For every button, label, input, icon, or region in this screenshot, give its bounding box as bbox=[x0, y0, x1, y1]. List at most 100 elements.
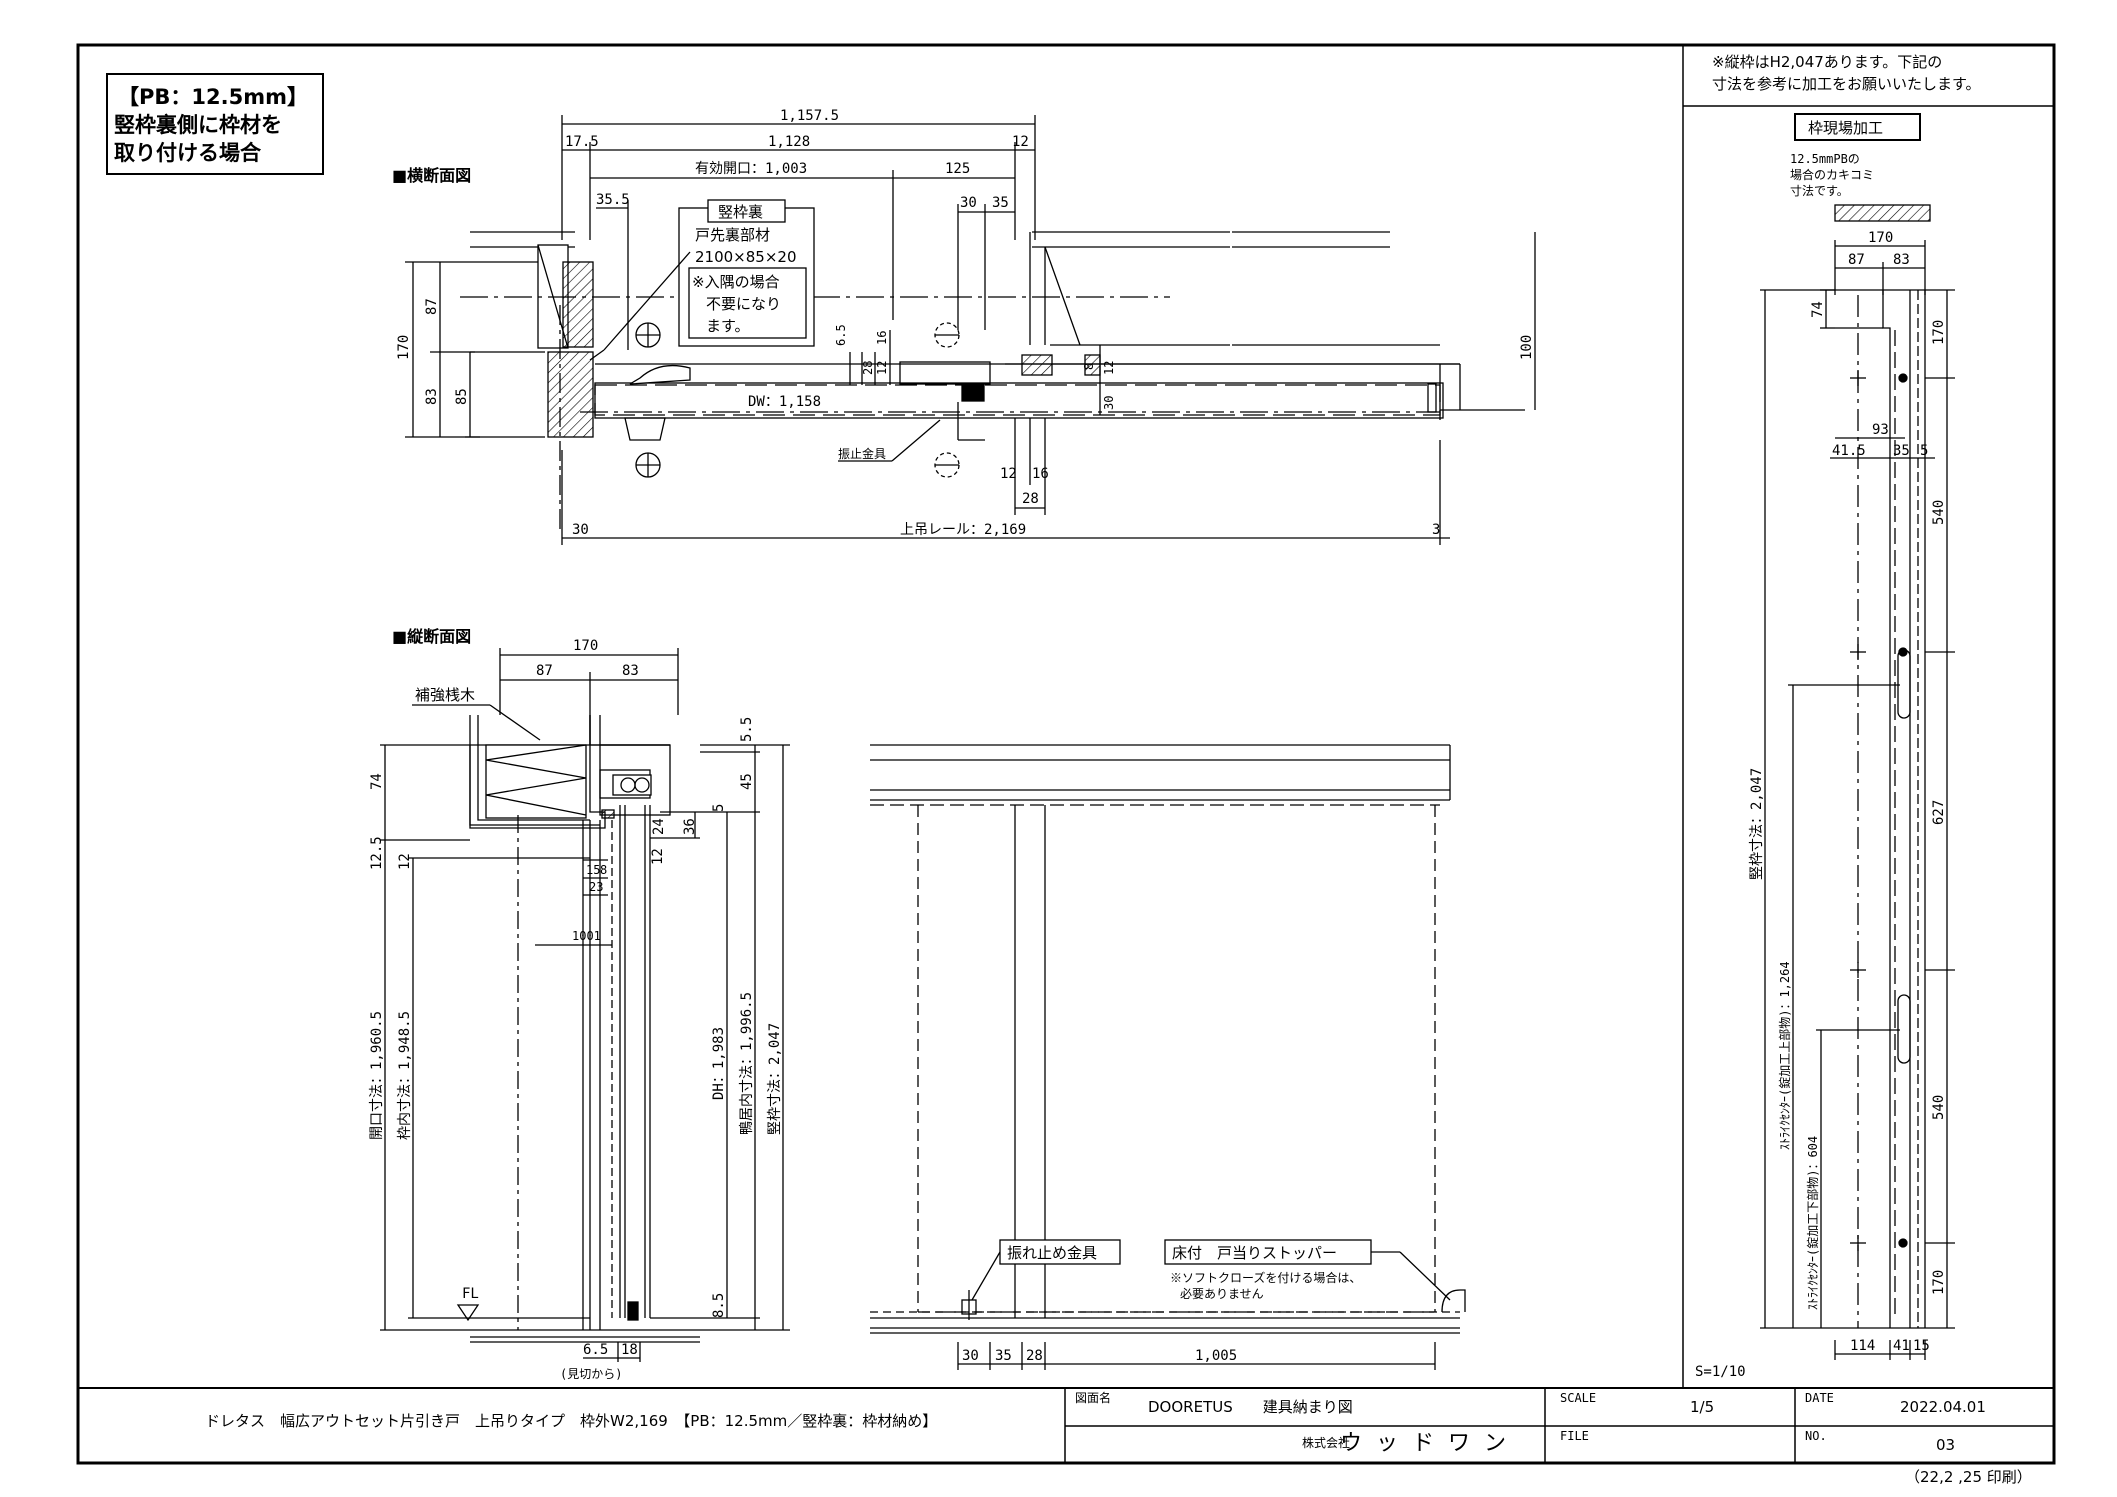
sp-dim-5: 5 bbox=[1920, 443, 1928, 459]
dim-top-rail: 上吊レール：2,169 bbox=[900, 522, 1026, 538]
printed-date: （22,2 ,25 印刷） bbox=[1905, 1468, 2032, 1486]
dim-28: 28 bbox=[861, 361, 875, 375]
sp-dim-170v: 170 bbox=[1931, 320, 1947, 345]
sp-dim-170: 170 bbox=[1868, 230, 1893, 246]
side-panel: ※縦枠はH2,047あります。下記の 寸法を参考に加工をお願いいたします。 枠現… bbox=[1695, 53, 1981, 1380]
dim-125: 125 bbox=[945, 161, 970, 177]
dim-85: 85 bbox=[454, 388, 470, 405]
vs-dim-45: 45 bbox=[739, 773, 755, 790]
vertical-section: ■縦断面図 170 87 83 補強桟木 bbox=[369, 627, 790, 1381]
callout-line-3: ※入隅の場合 bbox=[692, 273, 780, 291]
sp-dim-74: 74 bbox=[1810, 301, 1826, 318]
note-soft-close-2: 必要ありません bbox=[1180, 1287, 1264, 1301]
label-stop-hardware: 振止金具 bbox=[838, 446, 886, 461]
sheet-border bbox=[76, 43, 2056, 1465]
condition-label-box: 【PB：12.5mm】 竪枠裏側に枠材を 取り付ける場合 bbox=[106, 73, 324, 175]
dim-6-5: 6.5 bbox=[834, 324, 848, 346]
el-dim-1005: 1,005 bbox=[1195, 1348, 1237, 1364]
dim-30: 30 bbox=[960, 195, 977, 211]
vs-dim-12b: 12 bbox=[650, 848, 666, 865]
vs-dim-12: 12 bbox=[397, 853, 413, 870]
vs-dim-83: 83 bbox=[622, 663, 639, 679]
dim-1157-5: 1,157.5 bbox=[780, 108, 839, 124]
label-floor-stopper: 床付 戸当りストッパー bbox=[1172, 1244, 1337, 1262]
sp-dim-15: 15 bbox=[1913, 1338, 1930, 1354]
company-name: ウッドワン bbox=[1340, 1431, 1520, 1456]
date-value: 2022.04.01 bbox=[1900, 1398, 1986, 1416]
side-note2-2: 場合のカキコミ bbox=[1790, 167, 1874, 182]
sp-dim-frame: 竪枠寸法：2,047 bbox=[1749, 768, 1765, 880]
vs-dim-1001: 1001 bbox=[572, 929, 601, 943]
side-note-2: 寸法を参考に加工をお願いいたします。 bbox=[1712, 75, 1981, 93]
sp-dim-strike-top: ｽﾄﾗｲｸｾﾝﾀｰ(錠加工上部物)：1,264 bbox=[1777, 961, 1792, 1150]
dim-170: 170 bbox=[396, 335, 412, 360]
vs-dim-8-5: 8.5 bbox=[711, 1293, 727, 1318]
date-label: DATE bbox=[1805, 1391, 1834, 1405]
label-from-mikiri: (見切から) bbox=[560, 1367, 622, 1381]
dim-effective-opening: 有効開口：1,003 bbox=[695, 161, 807, 177]
no-label: NO. bbox=[1805, 1429, 1827, 1443]
callout-line-4: 不要になり bbox=[706, 295, 781, 313]
vs-dim-inner: 枠内寸法：1,948.5 bbox=[397, 1011, 413, 1140]
label-line-2: 竪枠裏側に枠材を bbox=[114, 113, 282, 137]
drawing-name: DOORETUS 建具納まり図 bbox=[1148, 1398, 1353, 1416]
label-line-3: 取り付ける場合 bbox=[114, 141, 262, 165]
sp-dim-35: 35 bbox=[1893, 443, 1910, 459]
sp-dim-41-5: 41.5 bbox=[1832, 443, 1866, 459]
sp-dim-170b: 170 bbox=[1931, 1270, 1947, 1295]
vs-dim-6-5: 6.5 bbox=[583, 1342, 608, 1358]
dim-35: 35 bbox=[992, 195, 1009, 211]
sp-dim-627: 627 bbox=[1931, 800, 1947, 825]
side-note-1: ※縦枠はH2,047あります。下記の bbox=[1712, 53, 1942, 71]
file-label: FILE bbox=[1560, 1429, 1589, 1443]
vs-dim-170: 170 bbox=[573, 638, 598, 654]
vs-dim-opening: 開口寸法：1,960.5 bbox=[369, 1011, 385, 1140]
scale-value: 1/5 bbox=[1690, 1398, 1714, 1416]
drawing-name-label: 図面名 bbox=[1075, 1390, 1111, 1405]
callout-title: 竪枠裏 bbox=[718, 203, 763, 221]
vs-dim-36: 36 bbox=[682, 818, 698, 835]
dim-8: 8 bbox=[1082, 363, 1096, 370]
callout-line-5: ます。 bbox=[706, 317, 750, 335]
sp-dim-41: 41 bbox=[1893, 1338, 1910, 1354]
dim-35-5: 35.5 bbox=[596, 192, 630, 208]
horizontal-section: ■横断面図 1,157.5 17.5 1,128 12 有効開口：1,003 1… bbox=[392, 108, 1536, 545]
vs-dim-87: 87 bbox=[536, 663, 553, 679]
callout-line-2: 2100×85×20 bbox=[695, 248, 796, 266]
vs-dim-18: 18 bbox=[621, 1342, 638, 1358]
label-sway-stop: 振れ止め金具 bbox=[1007, 1244, 1097, 1262]
vs-dim-ceiling: 鴨居内寸法：1,996.5 bbox=[739, 992, 755, 1135]
dim-3: 3 bbox=[1432, 522, 1440, 538]
horizontal-section-title: ■横断面図 bbox=[392, 166, 471, 185]
dim-28b: 28 bbox=[1022, 491, 1039, 507]
vs-dim-5-5: 5.5 bbox=[739, 717, 755, 742]
sp-dim-540b: 540 bbox=[1931, 1095, 1947, 1120]
callout-line-1: 戸先裏部材 bbox=[695, 226, 770, 244]
vs-dim-15: 15 bbox=[586, 863, 600, 877]
company-prefix: 株式会社 bbox=[1302, 1435, 1350, 1450]
sp-scale: S=1/10 bbox=[1695, 1364, 1746, 1380]
title-block: ドレタス 幅広アウトセット片引き戸 上吊りタイプ 枠外W2,169 【PB：12… bbox=[205, 1390, 2032, 1486]
field-work-title: 枠現場加工 bbox=[1808, 119, 1883, 137]
dim-12a: 12 bbox=[875, 361, 889, 375]
sp-dim-83: 83 bbox=[1893, 252, 1910, 268]
side-note2-1: 12.5mmPBの bbox=[1790, 152, 1860, 166]
label-line-1: 【PB：12.5mm】 bbox=[118, 85, 308, 109]
dim-16: 16 bbox=[875, 331, 889, 345]
dim-12b: 12 bbox=[1102, 361, 1116, 375]
vs-dim-frame: 竪枠寸法：2,047 bbox=[767, 1023, 783, 1135]
vs-dim-5: 5 bbox=[711, 804, 727, 812]
dim-1128: 1,128 bbox=[768, 134, 810, 150]
vs-dim-74: 74 bbox=[369, 773, 385, 790]
dim-dw: DW：1,158 bbox=[748, 394, 821, 410]
sp-dim-strike-bottom: ｽﾄﾗｲｸｾﾝﾀｰ(錠加工下部物)：604 bbox=[1805, 1136, 1820, 1310]
no-value: 03 bbox=[1936, 1436, 1955, 1454]
el-dim-35: 35 bbox=[995, 1348, 1012, 1364]
dim-12-top: 12 bbox=[1012, 134, 1029, 150]
vs-dim-8: 8 bbox=[600, 863, 607, 877]
vertical-section-title: ■縦断面図 bbox=[392, 627, 471, 646]
note-soft-close-1: ※ソフトクローズを付ける場合は、 bbox=[1170, 1270, 1361, 1285]
vs-dim-24: 24 bbox=[651, 818, 667, 835]
dim-30v: 30 bbox=[1102, 396, 1116, 410]
